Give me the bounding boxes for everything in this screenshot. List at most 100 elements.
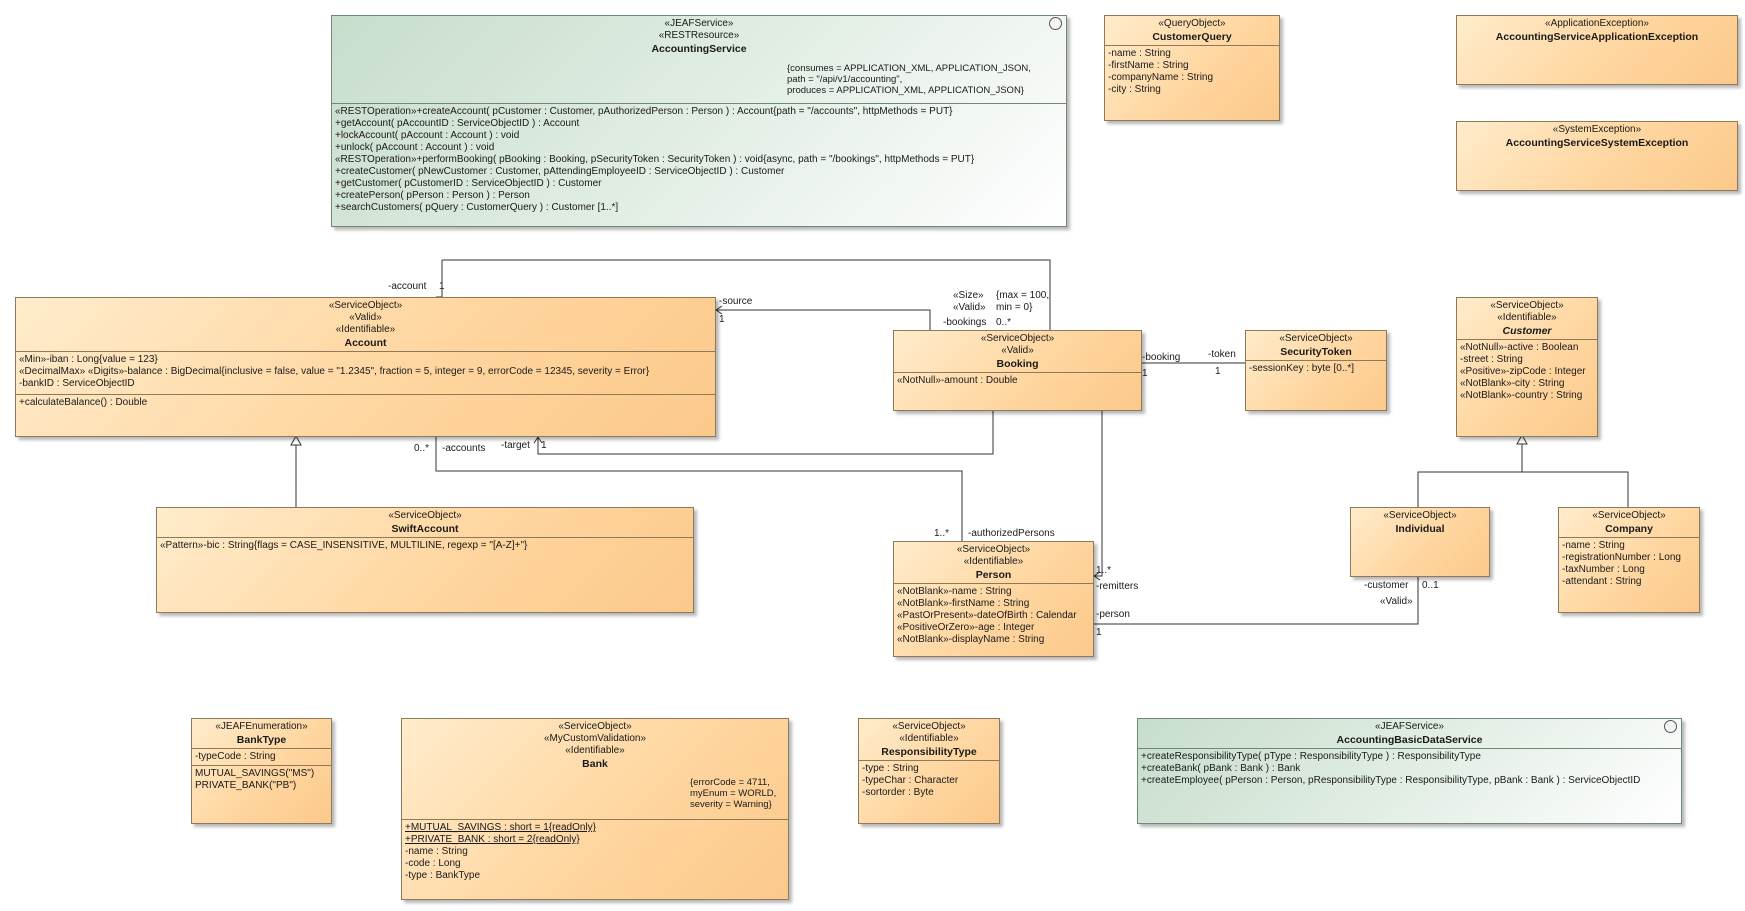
operation: +calculateBalance() : Double bbox=[19, 397, 148, 408]
attribute: «NotBlank»-country : String bbox=[1460, 390, 1583, 401]
attribute: «Pattern»-bic : String{flags = CASE_INSE… bbox=[160, 540, 528, 551]
attribute: «NotBlank»-name : String bbox=[897, 586, 1012, 597]
responsibility-type-class[interactable]: «ServiceObject» «Identifiable» Responsib… bbox=[858, 718, 1000, 824]
person-role-label: -person bbox=[1096, 609, 1130, 620]
service-circle-icon bbox=[1664, 720, 1677, 733]
accounts-association-line bbox=[435, 437, 963, 541]
attribute: «Positive»-zipCode : Integer bbox=[1460, 366, 1586, 377]
person-multiplicity-label: 1 bbox=[1096, 627, 1102, 638]
attribute: -name : String bbox=[1562, 540, 1625, 551]
stereotype: «JEAFService» bbox=[664, 18, 734, 29]
size-stereotype-label: «Size» bbox=[953, 290, 984, 301]
source-association-line bbox=[716, 309, 931, 330]
attribute: -street : String bbox=[1460, 354, 1523, 365]
attribute: -taxNumber : Long bbox=[1562, 564, 1645, 575]
operations-compartment: +createResponsibilityType( pType : Respo… bbox=[1138, 748, 1681, 789]
class-name: SecurityToken bbox=[1280, 346, 1352, 358]
individual-class[interactable]: «ServiceObject» Individual bbox=[1350, 507, 1490, 577]
account-inheritance-triangle bbox=[290, 434, 302, 446]
bank-type-class[interactable]: «JEAFEnumeration» BankType -typeCode : S… bbox=[191, 718, 332, 824]
token-multiplicity-label: 1 bbox=[1215, 366, 1221, 377]
attributes-compartment: «Min»-iban : Long{value = 123} «DecimalM… bbox=[16, 351, 715, 392]
operations-compartment: «RESTOperation»+createAccount( pCustomer… bbox=[332, 103, 1066, 216]
attribute: -type : String bbox=[862, 763, 919, 774]
stereotype: «ServiceObject» bbox=[980, 333, 1055, 344]
attributes-compartment: -type : String -typeChar : Character -so… bbox=[859, 760, 999, 801]
class-name: CustomerQuery bbox=[1152, 31, 1232, 43]
operation: +createPerson( pPerson : Person ) : Pers… bbox=[335, 190, 530, 201]
bookings-role-label: -bookings bbox=[943, 317, 987, 328]
stereotype: «ServiceObject» bbox=[388, 510, 462, 521]
size-tag-label: {max = 100, bbox=[996, 290, 1050, 301]
company-generalization-line bbox=[1522, 471, 1629, 507]
attribute: -registrationNumber : Long bbox=[1562, 552, 1681, 563]
bank-class[interactable]: «ServiceObject» «MyCustomValidation» «Id… bbox=[401, 718, 789, 900]
class-name: Bank bbox=[582, 758, 608, 770]
booking-multiplicity-label: 1 bbox=[1142, 368, 1148, 379]
system-exception-class[interactable]: «SystemException» AccountingServiceSyste… bbox=[1456, 121, 1738, 191]
target-arrowhead bbox=[533, 436, 543, 444]
stereotype: «ServiceObject» bbox=[1383, 510, 1457, 521]
accounts-role-label: -accounts bbox=[442, 443, 486, 454]
accounting-service-class[interactable]: «JEAFService» «RESTResource» AccountingS… bbox=[331, 15, 1067, 227]
stereotype: «QueryObject» bbox=[1158, 18, 1226, 29]
stereotype: «Valid» bbox=[1001, 345, 1034, 356]
operation: +getAccount( pAccountID : ServiceObjectI… bbox=[335, 118, 580, 129]
target-association-line bbox=[537, 411, 994, 455]
static-attribute: +PRIVATE_BANK : short = 2{readOnly} bbox=[405, 834, 580, 845]
valid-stereotype-label: «Valid» bbox=[953, 302, 986, 313]
enum-literal: PRIVATE_BANK("PB") bbox=[195, 780, 297, 791]
person-class[interactable]: «ServiceObject» «Identifiable» Person «N… bbox=[893, 541, 1094, 657]
token-role-label: -token bbox=[1208, 349, 1236, 360]
authorized-persons-multiplicity-label: 1..* bbox=[934, 528, 950, 539]
attributes-compartment: «NotNull»-active : Boolean -street : Str… bbox=[1457, 339, 1597, 404]
service-circle-icon bbox=[1049, 17, 1062, 30]
attributes-compartment: «NotNull»-amount : Double bbox=[894, 372, 1141, 389]
class-name: AccountingService bbox=[651, 43, 747, 55]
stereotype: «Identifiable» bbox=[963, 556, 1024, 567]
target-role-label: -target bbox=[501, 440, 530, 451]
attribute: -type : BankType bbox=[405, 870, 481, 881]
class-name: BankType bbox=[236, 734, 287, 746]
tagged-values: {consumes = APPLICATION_XML, APPLICATION… bbox=[787, 63, 1031, 96]
stereotype: «ServiceObject» bbox=[558, 721, 632, 732]
attribute: -firstName : String bbox=[1108, 60, 1189, 71]
accounts-multiplicity-label: 0..* bbox=[414, 443, 430, 454]
booking-class[interactable]: «ServiceObject» «Valid» Booking «NotNull… bbox=[893, 330, 1142, 411]
stereotype: «ServiceObject» bbox=[1490, 300, 1564, 311]
static-attribute: +MUTUAL_SAVINGS : short = 1{readOnly} bbox=[405, 822, 597, 833]
company-class[interactable]: «ServiceObject» Company -name : String -… bbox=[1558, 507, 1700, 613]
account-multiplicity-label: 1 bbox=[439, 281, 445, 292]
customer-class[interactable]: «ServiceObject» «Identifiable» Customer … bbox=[1456, 297, 1598, 437]
attributes-compartment: -name : String -registrationNumber : Lon… bbox=[1559, 537, 1699, 590]
operation: +createBank( pBank : Bank ) : Bank bbox=[1141, 763, 1301, 774]
stereotype: «ServiceObject» bbox=[328, 300, 403, 311]
customer-query-class[interactable]: «QueryObject» CustomerQuery -name : Stri… bbox=[1104, 15, 1280, 121]
attribute: «PastOrPresent»-dateOfBirth : Calendar bbox=[897, 610, 1077, 621]
operation: «RESTOperation»+performBooking( pBooking… bbox=[335, 154, 975, 165]
application-exception-class[interactable]: «ApplicationException» AccountingService… bbox=[1456, 15, 1738, 85]
operation: +lockAccount( pAccount : Account ) : voi… bbox=[335, 130, 520, 141]
source-multiplicity-label: 1 bbox=[719, 314, 725, 325]
swift-account-class[interactable]: «ServiceObject» SwiftAccount «Pattern»-b… bbox=[156, 507, 694, 613]
class-name: ResponsibilityType bbox=[881, 746, 977, 758]
accounting-basic-data-service-class[interactable]: «JEAFService» AccountingBasicDataService… bbox=[1137, 718, 1682, 824]
remitters-association-line bbox=[1094, 411, 1103, 577]
attribute: -companyName : String bbox=[1108, 72, 1214, 83]
literals-compartment: MUTUAL_SAVINGS("MS") PRIVATE_BANK("PB") bbox=[192, 765, 331, 794]
authorized-persons-role-label: -authorizedPersons bbox=[968, 528, 1055, 539]
security-token-class[interactable]: «ServiceObject» SecurityToken -sessionKe… bbox=[1245, 330, 1387, 411]
operation: +getCustomer( pCustomerID : ServiceObjec… bbox=[335, 178, 602, 189]
attribute: -bankID : ServiceObjectID bbox=[19, 378, 135, 389]
customer-role-label: -customer bbox=[1364, 580, 1409, 591]
stereotype: «Identifiable» bbox=[565, 745, 625, 756]
attribute: -sortorder : Byte bbox=[862, 787, 934, 798]
stereotype: «SystemException» bbox=[1552, 124, 1642, 135]
remitters-multiplicity-label: 1..* bbox=[1096, 565, 1112, 576]
remitters-role-label: -remitters bbox=[1096, 581, 1139, 592]
stereotype: «ServiceObject» bbox=[892, 721, 966, 732]
account-class[interactable]: «ServiceObject» «Valid» «Identifiable» A… bbox=[15, 297, 716, 437]
class-name: Customer bbox=[1502, 325, 1552, 337]
operation: +createCustomer( pNewCustomer : Customer… bbox=[335, 166, 785, 177]
